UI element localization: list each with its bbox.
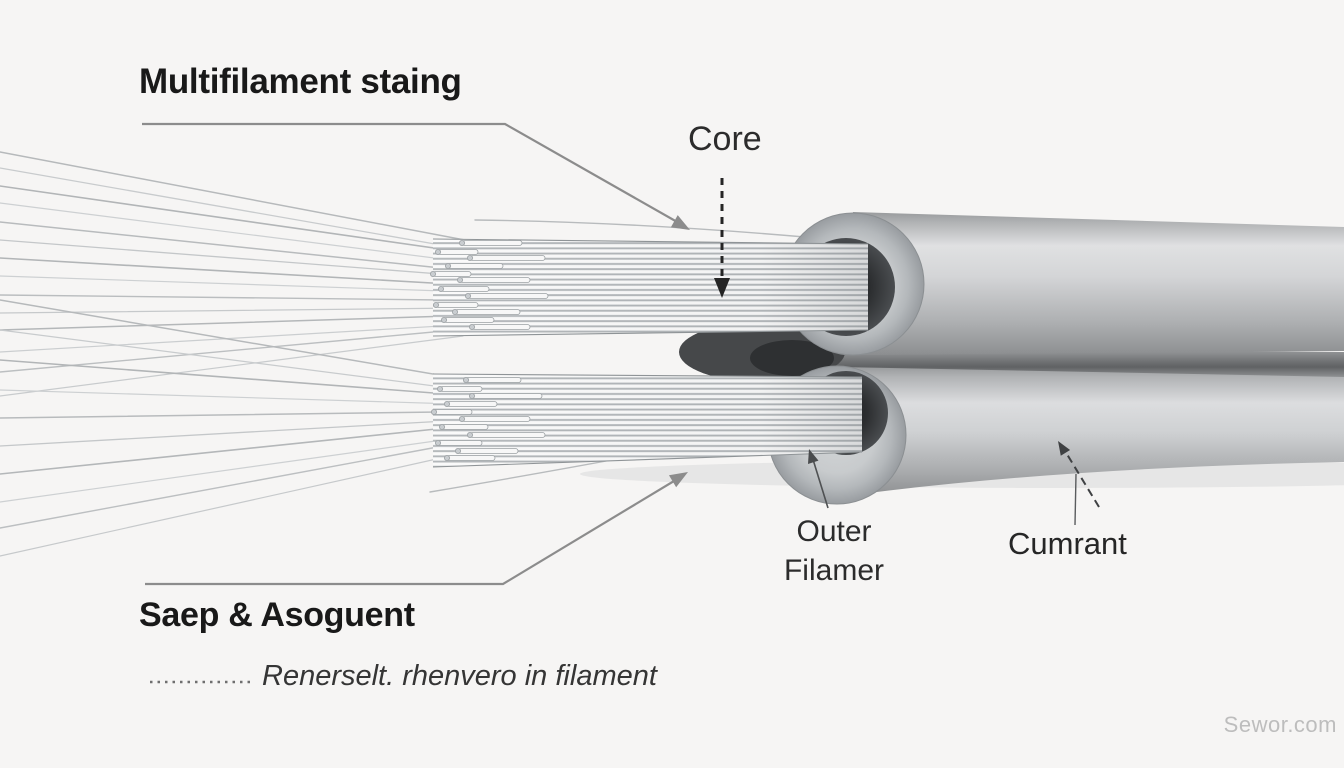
section-leader-arrowhead (668, 472, 688, 488)
title-leader-line (142, 122, 687, 228)
frayed-filament-tips (429, 239, 549, 330)
tube-bottom-body (838, 367, 1344, 497)
section-heading: Saep & Asoguent (139, 596, 415, 634)
section-leader-line (145, 474, 685, 586)
current-leader-line (1074, 473, 1077, 526)
core-arrowhead (714, 278, 730, 298)
tube-top-body (853, 212, 1344, 355)
annotation-lines (142, 122, 1100, 684)
outer-filament-leader-line (810, 452, 829, 509)
current-label: Cumrant (1008, 526, 1127, 561)
fan-lines (0, 151, 861, 557)
outer-filament-label-line2: Filamer (783, 554, 884, 587)
frayed-filament-tips (430, 376, 546, 461)
outer-filament-label-line1: Outer (796, 515, 872, 548)
title-leader-arrowhead (670, 215, 690, 230)
filament-bundle-top (429, 238, 869, 337)
tube-junction-shadow (679, 322, 845, 382)
filament-bundle-bottom (430, 373, 863, 468)
current-dashed-line (1061, 445, 1100, 508)
watermark: Sewor.com (1223, 712, 1337, 737)
core-label: Core (688, 120, 762, 158)
outer-filament-arrowhead (807, 449, 819, 465)
outer-filament-label: Outer Filamer (768, 512, 900, 590)
current-arrowhead (1058, 441, 1071, 456)
caption-text: Renerselt. rhenvero in filament (262, 660, 657, 692)
diagram-title: Multifilament staing (139, 62, 462, 101)
